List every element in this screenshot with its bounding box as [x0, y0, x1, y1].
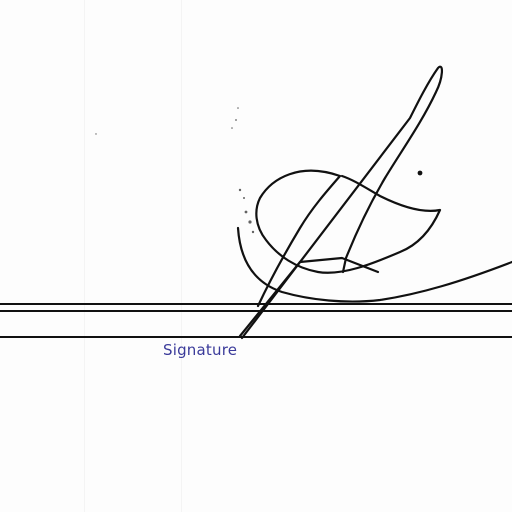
signature-rule-line [0, 310, 512, 312]
signature-caption: Signature [163, 341, 238, 359]
signature-rule-line [0, 336, 512, 338]
signature-rule-line [0, 303, 512, 305]
